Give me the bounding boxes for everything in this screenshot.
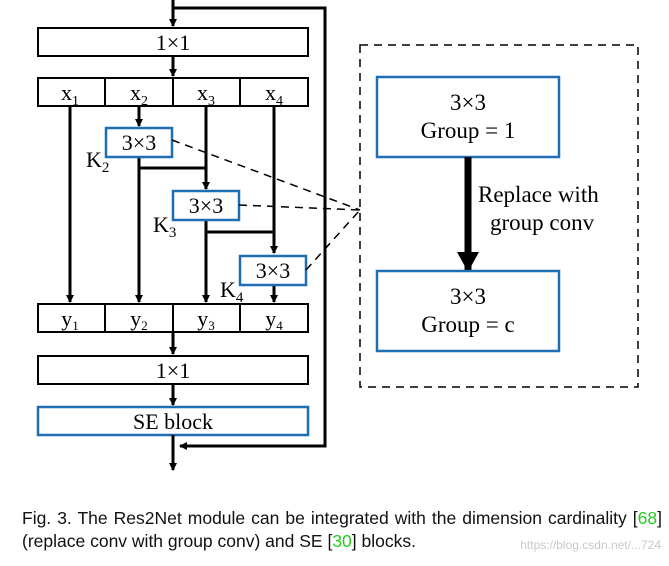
k2-label: K2 [86, 147, 109, 176]
output-y3: y3 [197, 306, 215, 333]
citation-30[interactable]: 30 [332, 531, 352, 551]
replace-label-line2: group conv [490, 210, 595, 235]
k3-label: K3 [153, 212, 176, 241]
split-x2: x2 [130, 80, 148, 109]
callout-k2 [171, 139, 361, 211]
inset-conv-group1-box [375, 75, 561, 159]
output-y4: y4 [265, 306, 283, 333]
conv-k2-label: 3×3 [122, 130, 156, 155]
split-x3: x3 [197, 80, 215, 109]
inset-frame [359, 44, 639, 388]
split-row: x1 x2 x3 x4 [37, 77, 309, 109]
se-block-label: SE block [133, 409, 213, 434]
output-y2: y2 [130, 306, 148, 333]
inset-box1-line2: Group = 1 [421, 118, 516, 143]
k3-to-x4-connection [206, 230, 276, 249]
conv-k4-box [238, 254, 308, 287]
figure-caption: Fig. 3. The Res2Net module can be integr… [22, 508, 662, 551]
k4-label: K4 [220, 277, 244, 306]
citation-68[interactable]: 68 [637, 508, 658, 528]
conv-k3-label: 3×3 [189, 193, 223, 218]
inset-box2-line2: Group = c [421, 312, 514, 337]
callout-k4 [305, 209, 361, 271]
split-x4: x4 [265, 80, 283, 109]
conv-k2-box [104, 126, 174, 159]
res2net-diagram: 1×1 x1 x2 x3 x4 3×3 3×3 3×3 K2 K3 K4 y1 … [36, 0, 639, 471]
inset-box1-line1: 3×3 [450, 90, 486, 115]
split-x1: x1 [61, 80, 79, 109]
watermark: https://blog.csdn.net/...724 [520, 538, 661, 552]
callout-k3 [238, 204, 361, 211]
output-y1: y1 [61, 306, 79, 333]
conv-k4-label: 3×3 [256, 258, 290, 283]
bottom-conv-label: 1×1 [156, 358, 190, 383]
top-conv-box [37, 27, 309, 57]
conv-k3-box [171, 189, 241, 222]
replace-label-line1: Replace with [478, 182, 599, 207]
inset-conv-groupc-box [375, 269, 561, 353]
output-row: y1 y2 y3 y4 [37, 303, 309, 333]
skip-connection [173, 6, 327, 448]
top-conv-label: 1×1 [156, 30, 190, 55]
inset-box2-line1: 3×3 [450, 284, 486, 309]
k2-to-x3-connection [139, 166, 208, 185]
